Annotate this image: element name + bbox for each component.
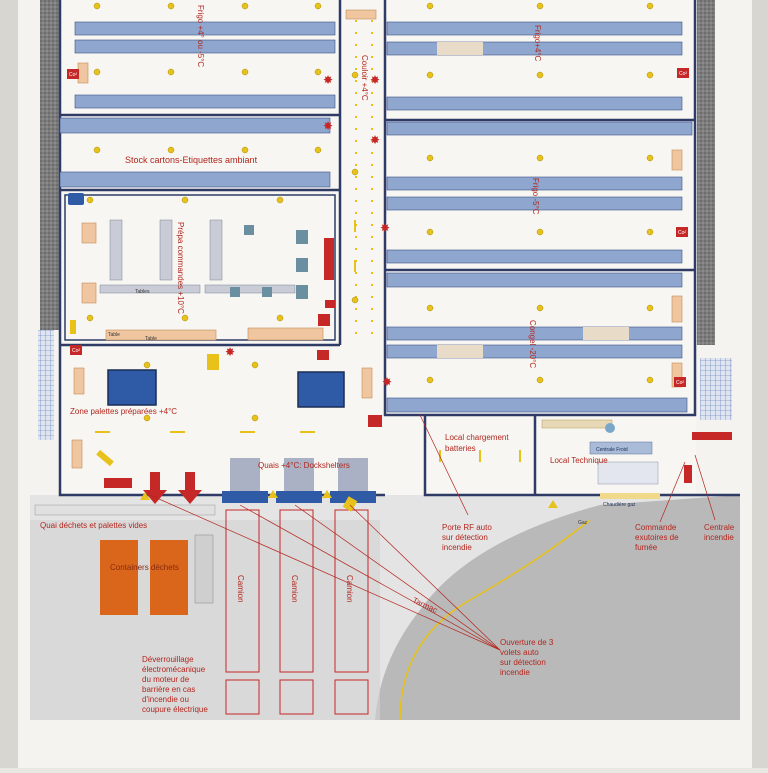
label-camion-1: Camion [236,575,245,603]
gas-line [399,519,591,721]
co2-tags: Co² Co² Co² Co² Co² [69,71,687,386]
label-local-chargement-2: batteries [445,444,476,453]
label-couloir: Couloir +4°C [360,55,369,101]
annotation-centrale-incendie: Centrale incendie [704,523,736,542]
tech-tank [605,423,615,433]
label-local-technique: Local Technique [550,456,608,465]
rack-light-sections [437,42,629,358]
background-left [0,0,18,768]
container-2 [150,540,188,615]
annotation-porte-rf: Porte RF auto sur détection incendie [442,523,494,552]
annotation-deverrouillage: Déverrouillage électromécanique du moteu… [142,655,208,714]
prep-furniture [99,219,296,294]
dock-3 [338,458,368,493]
svg-text:✸: ✸ [370,133,380,147]
centrale-froid-box [589,441,653,455]
annotation-commande-exutoires: Commande exutoires de fumée [635,523,681,552]
label-centrale-froid: Centrale Froid [596,447,628,453]
label-stock-cartons: Stock cartons-Etiquettes ambiant [125,155,258,165]
label-tables: Tables [135,289,150,295]
svg-text:Co²: Co² [676,380,684,386]
svg-text:✸: ✸ [323,119,333,133]
label-gaz: Gaz [578,520,588,526]
label-local-chargement-1: Local chargement [445,433,509,442]
label-prepa: Prépa commandes +10°C [176,222,185,314]
label-containers: Containers déchets [110,563,179,572]
svg-text:Co²: Co² [678,230,686,236]
waste-ramp [194,534,214,604]
blue-bin [68,193,84,205]
exit-arrows [143,472,202,504]
label-table-2: Table [145,336,157,342]
tarmac-area [375,495,740,720]
container-1 [100,540,138,615]
detector-dots [86,2,654,422]
label-table-1: Table [108,332,120,338]
label-camion-2: Camion [290,575,299,603]
pallet-zone-right [297,371,345,408]
tech-machine [597,461,659,485]
tech-shelf [541,419,613,429]
label-zone-palettes: Zone palettes préparées +4°C [70,407,177,416]
prep-seats [230,225,308,299]
equipment-boxes [71,9,683,469]
beacons [70,320,558,512]
gravel-right [697,0,715,345]
red-equipment [67,68,732,488]
gravel-left [40,0,60,330]
svg-text:Co²: Co² [69,72,77,78]
grating-right [700,358,732,420]
chaudiere-box [600,493,660,499]
svg-text:Co²: Co² [679,71,687,77]
label-quais: Quais +4°C: Dockshelters [258,461,350,470]
label-frigo-mid-right: Frigo -5°C [531,178,540,215]
svg-text:✸: ✸ [380,221,390,235]
dock-2 [284,458,314,493]
waste-dock-edge [34,504,216,516]
background-right [752,0,768,768]
svg-text:✸: ✸ [382,375,392,389]
grating-left [38,330,54,440]
dockshelters [222,491,376,503]
svg-text:✸: ✸ [225,345,235,359]
leader-lines [149,414,716,651]
racks [59,21,693,413]
label-chaudiere: Chaudière gaz [603,502,636,508]
pallet-zone-left [107,369,157,406]
svg-text:✸: ✸ [323,73,333,87]
svg-text:Co²: Co² [72,348,80,354]
label-congel: Congel -20°C [528,320,537,368]
label-quai-dechets: Quai déchets et palettes vides [40,521,147,530]
dock-1 [230,458,260,493]
svg-text:✸: ✸ [370,73,380,87]
label-camion-3: Camion [345,575,354,603]
alarm-stars: ✸ ✸ ✸ ✸ ✸ ✸ ✸ [225,73,392,389]
annotation-ouverture-volets: Ouverture de 3 volets auto sur détection… [500,638,556,677]
label-frigo-top-right: Frigo+4°C [533,25,542,62]
label-frigo-top-left: Frigo +4° ou -5°C [196,5,205,67]
prep-red-unit [324,238,334,280]
